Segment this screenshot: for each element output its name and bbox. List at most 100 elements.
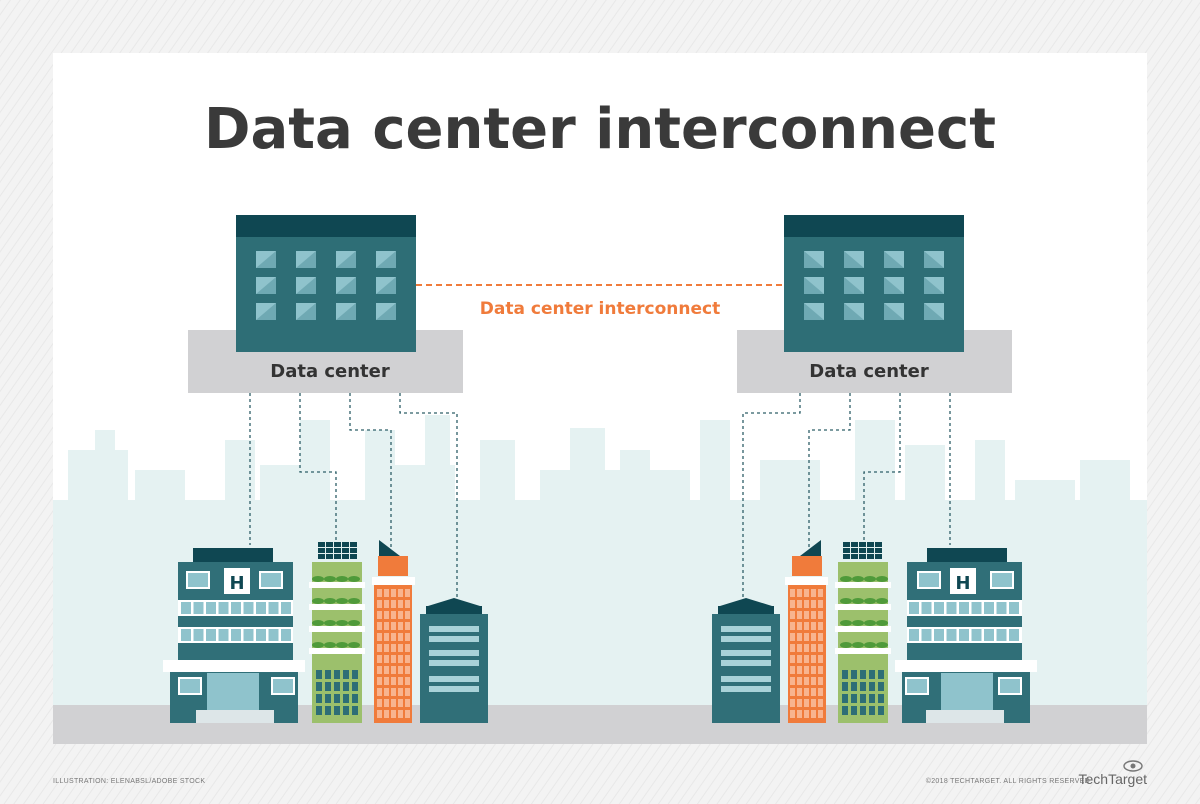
tower-window [804, 600, 809, 608]
solar-panel [334, 542, 341, 547]
tower-window [818, 600, 823, 608]
window-shade [376, 251, 396, 268]
tower-window [818, 655, 823, 663]
green-window [860, 706, 866, 715]
green-window [851, 706, 857, 715]
hospital-window [921, 602, 932, 614]
plant [852, 598, 864, 604]
plant [348, 598, 360, 604]
hospital-window [243, 629, 254, 641]
tower-window [384, 633, 389, 641]
tower-window [391, 589, 396, 597]
tower-window [384, 600, 389, 608]
tower-window [398, 710, 403, 718]
tower-window [391, 600, 396, 608]
tower-window [384, 611, 389, 619]
office-window-band [721, 626, 771, 632]
green-window [343, 670, 349, 679]
tower-window [818, 710, 823, 718]
hospital-roof [927, 548, 1007, 564]
hospital-window [909, 629, 919, 641]
hospital-window [919, 573, 939, 587]
plant [840, 576, 852, 582]
tower-window [377, 633, 382, 641]
hospital-sign [224, 568, 250, 594]
window-shade [884, 251, 904, 268]
connector-orange-tower [808, 393, 851, 548]
tower-window [391, 688, 396, 696]
connector-office [742, 393, 801, 600]
tower-window [811, 622, 816, 630]
hospital-window [218, 602, 229, 614]
tower-window [405, 666, 410, 674]
tower-window [804, 699, 809, 707]
window-shade [884, 303, 904, 320]
green-window [878, 694, 884, 703]
datacenter-roof [236, 215, 416, 237]
hospital-steps [926, 710, 1004, 723]
tower-window [384, 644, 389, 652]
left-datacenter-label: Data center [270, 361, 390, 382]
office-crown [426, 606, 482, 614]
tower-window [398, 644, 403, 652]
tower-window [377, 600, 382, 608]
tower-window [797, 644, 802, 652]
green-window [316, 694, 322, 703]
hospital-window [188, 573, 208, 587]
plant [312, 620, 324, 626]
tower-window [818, 633, 823, 641]
hospital-window [281, 629, 291, 641]
green-window [860, 694, 866, 703]
tower-window [811, 710, 816, 718]
green-window [343, 706, 349, 715]
plant [840, 642, 852, 648]
green-window [851, 670, 857, 679]
solar-panel [875, 548, 882, 553]
hospital-window [231, 629, 241, 641]
tower-window [804, 666, 809, 674]
hospital-window [1009, 629, 1019, 641]
green-balcony [835, 604, 891, 610]
window-shade [256, 251, 276, 268]
copyright: ©2018 TECHTARGET. ALL RIGHTS RESERVED [926, 777, 1090, 785]
tower-window [377, 655, 382, 663]
hospital-window [256, 602, 266, 614]
green-window [316, 706, 322, 715]
plant [348, 620, 360, 626]
tower-window [377, 710, 382, 718]
green-balcony [309, 648, 365, 654]
plant [876, 576, 888, 582]
tower-window [377, 622, 382, 630]
connector-green-building [863, 393, 901, 542]
office-window-band [429, 660, 479, 666]
hospital-window [206, 629, 216, 641]
hospital-window [996, 629, 1007, 641]
green-window [352, 694, 358, 703]
connector-orange-tower [349, 393, 392, 548]
office-window-band [721, 636, 771, 642]
tower-window [391, 644, 396, 652]
green-window [334, 670, 340, 679]
tower-window [811, 600, 816, 608]
tower-window [405, 655, 410, 663]
tower-top [378, 556, 408, 576]
tower-window [818, 611, 823, 619]
tower-window [398, 600, 403, 608]
hospital-steps [196, 710, 274, 723]
tower-window [804, 622, 809, 630]
tower-window [405, 688, 410, 696]
solar-panel [859, 548, 866, 553]
tower-window [797, 699, 802, 707]
solar-panel [859, 542, 866, 547]
tower-ledge [372, 577, 415, 585]
hospital-window [984, 629, 994, 641]
hospital-window [180, 679, 200, 693]
solar-panel [334, 554, 341, 559]
window-shade [804, 251, 824, 268]
tower-window [818, 688, 823, 696]
tower-window [790, 655, 795, 663]
green-window [352, 670, 358, 679]
hospital-window [946, 602, 957, 614]
plant [852, 576, 864, 582]
hospital-sign [950, 568, 976, 594]
